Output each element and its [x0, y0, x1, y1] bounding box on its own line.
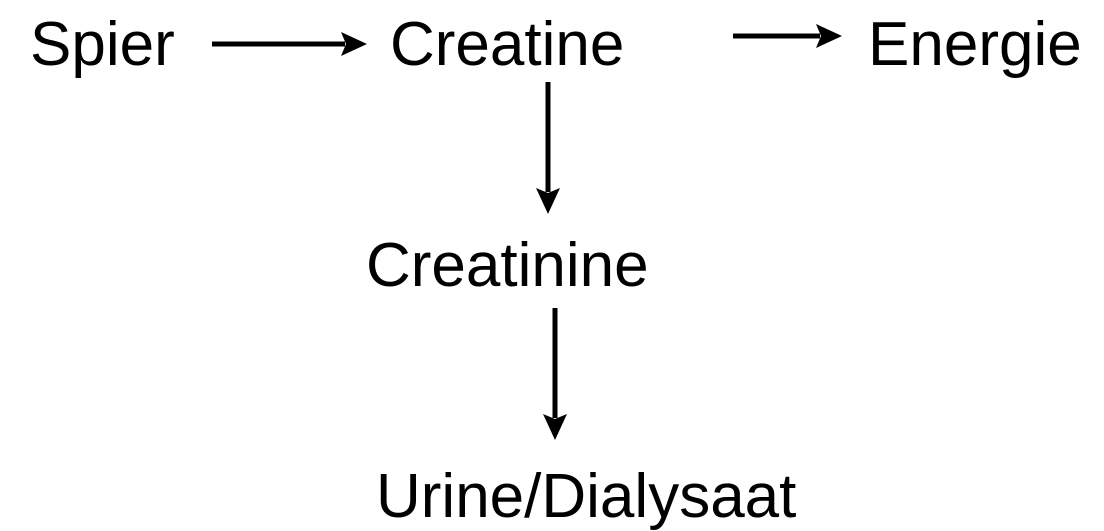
arrow-creatinine-to-urine [543, 308, 567, 440]
node-creatine: Creatine [390, 10, 625, 79]
node-energie: Energie [868, 10, 1082, 79]
node-spier: Spier [30, 10, 175, 79]
arrow-creatine-to-energie [733, 24, 842, 48]
node-creatinine: Creatinine [366, 231, 649, 300]
arrow-spier-to-creatine [212, 32, 367, 56]
arrow-creatine-to-creatinine [536, 82, 560, 214]
node-urine-dialysaat: Urine/Dialysaat [376, 462, 797, 531]
